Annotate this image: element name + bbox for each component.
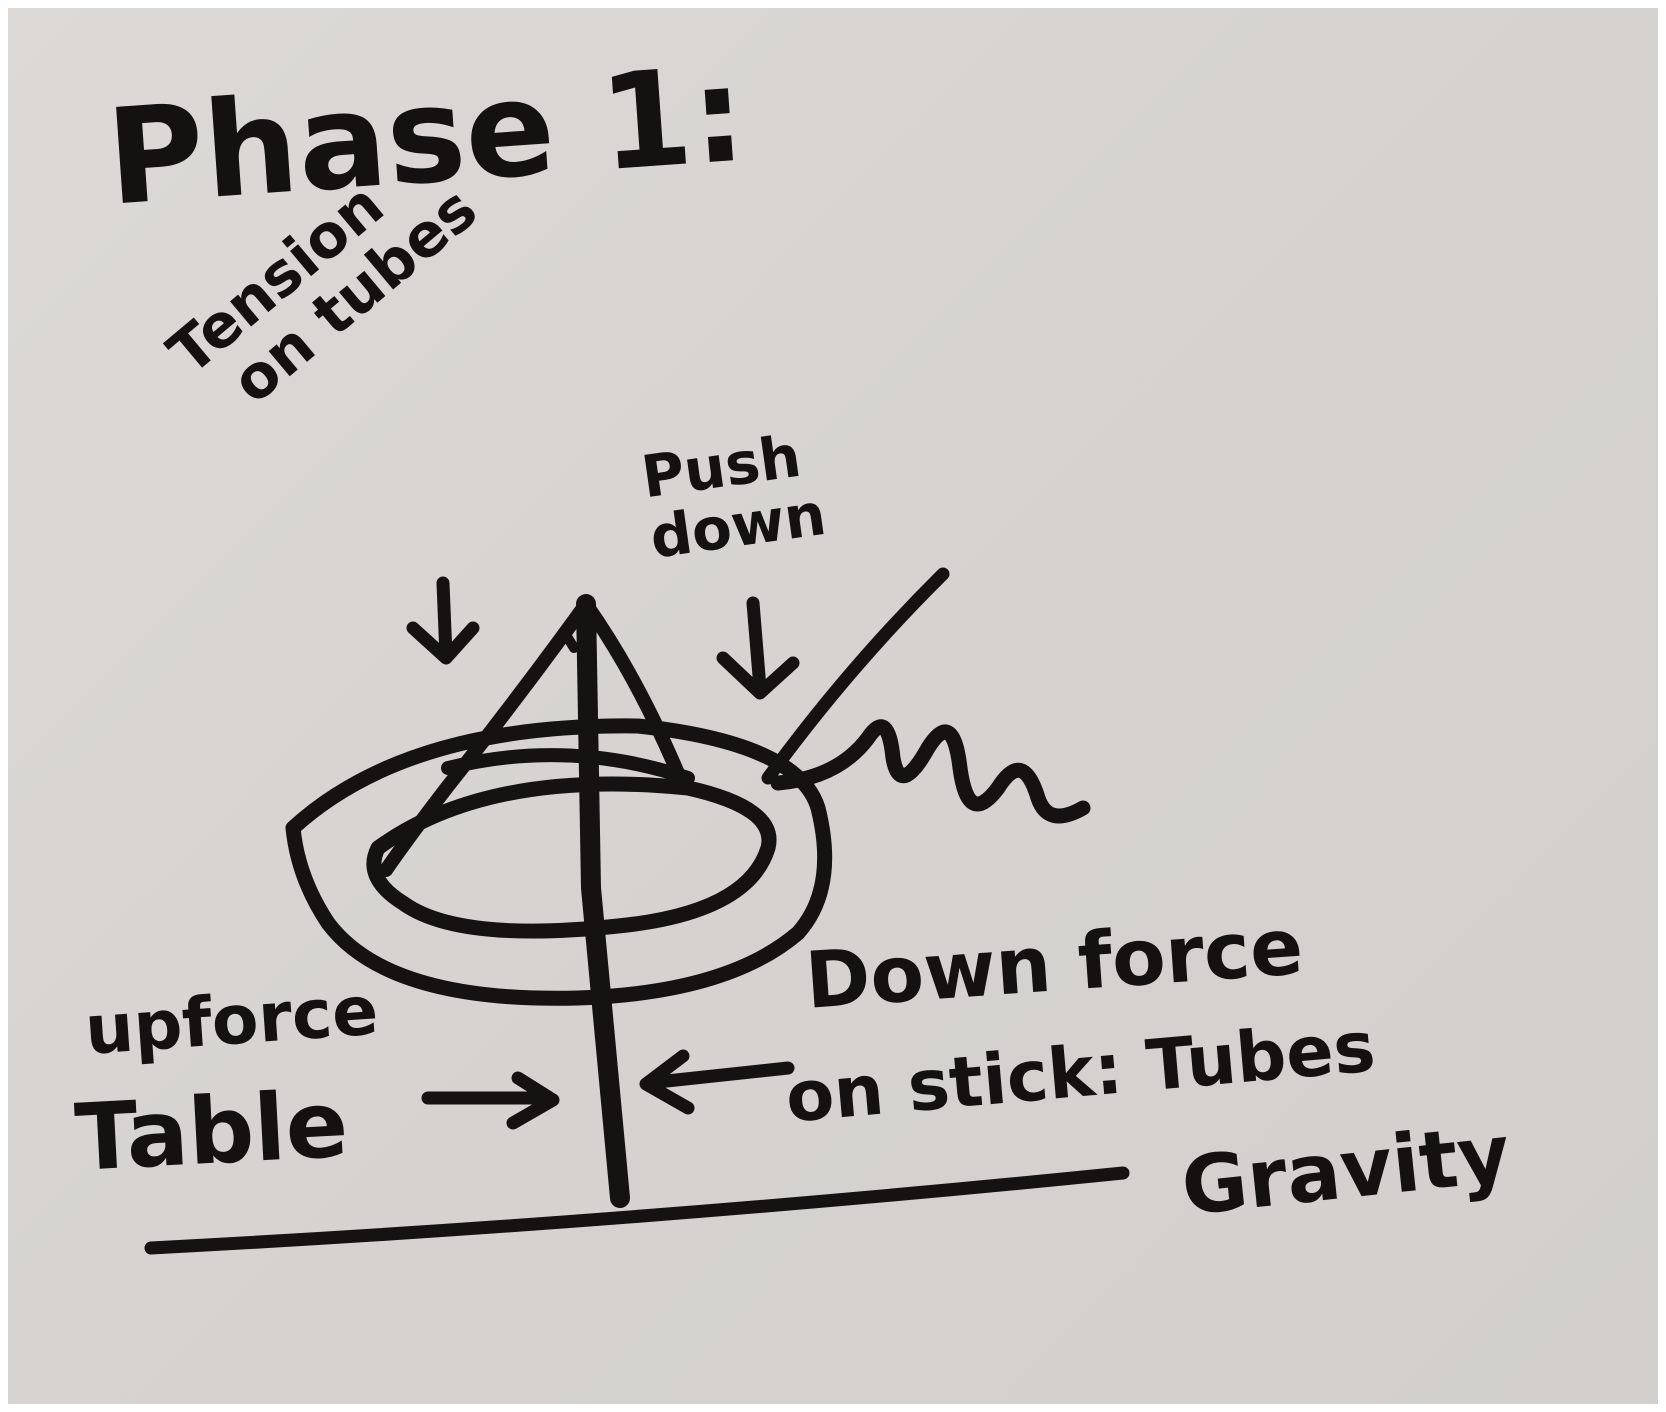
push-down-arrow: [716, 596, 800, 700]
label-push-down: Push down: [637, 422, 829, 572]
apex-mark: [563, 633, 579, 653]
spring: [770, 719, 1091, 824]
tension-arrow: [406, 576, 480, 665]
stick: [576, 594, 630, 1208]
table-arrow: [421, 1071, 560, 1130]
label-upforce: upforce: [82, 971, 381, 1071]
push-down-stick: [761, 567, 950, 785]
cone-band: [441, 748, 695, 785]
outer-ellipse: [285, 718, 833, 1006]
sketch-drawing: [144, 567, 1130, 1255]
inner-ellipse: [366, 776, 777, 939]
table-surface-line: [144, 1166, 1130, 1255]
label-table: Table: [72, 1070, 351, 1192]
cone-right-side: [579, 597, 687, 785]
downforce-arrow: [639, 1049, 795, 1115]
whiteboard: Phase 1: Tension on tubes Push down upfo…: [8, 8, 1658, 1404]
